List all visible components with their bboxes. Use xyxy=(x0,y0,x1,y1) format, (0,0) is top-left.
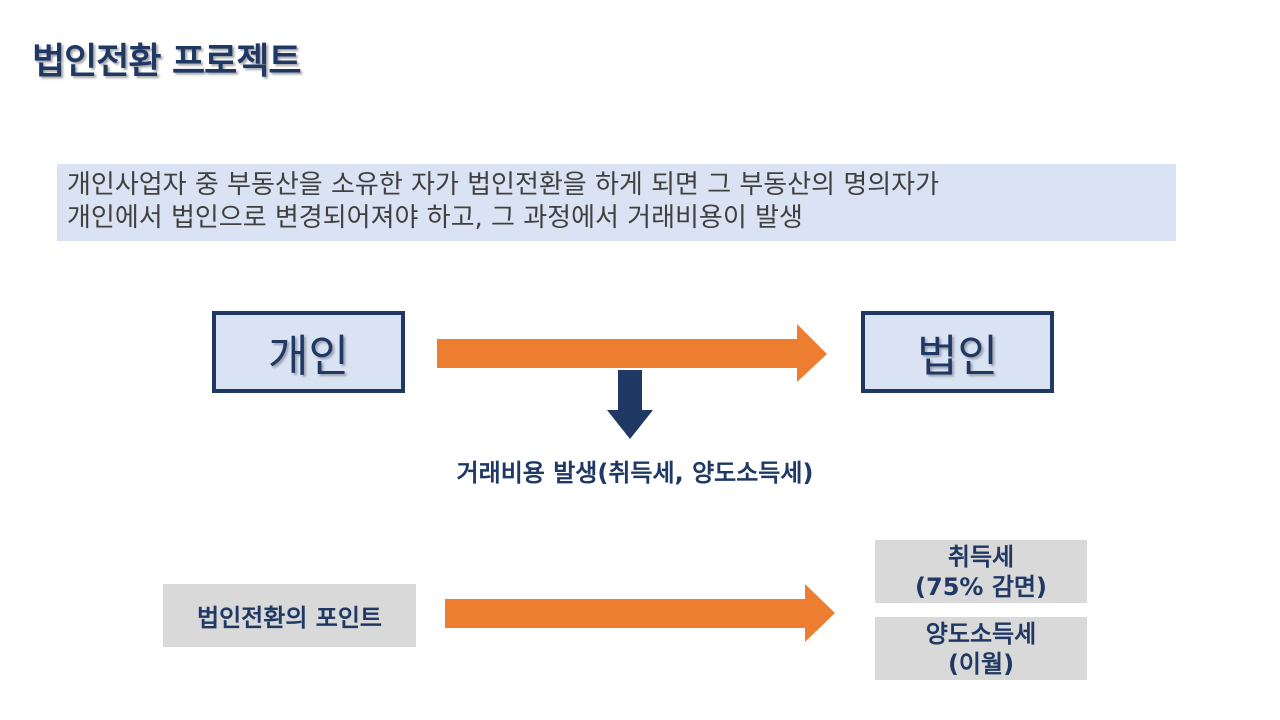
cost-down-arrow xyxy=(607,370,653,439)
description-line-2: 개인에서 법인으로 변경되어져야 하고, 그 과정에서 거래비용이 발생 xyxy=(67,203,803,233)
conversion-point-box: 법인전환의 포인트 xyxy=(163,584,416,647)
point-arrow xyxy=(445,584,835,642)
capital-gains-tax-box: 양도소득세 (이월) xyxy=(875,617,1087,680)
acquisition-tax-detail: (75% 감면) xyxy=(915,572,1047,601)
page-title: 법인전환 프로젝트 xyxy=(32,41,301,82)
description-line-1: 개인사업자 중 부동산을 소유한 자가 법인전환을 하게 되면 그 부동산의 명… xyxy=(67,170,940,200)
acquisition-tax-box: 취득세 (75% 감면) xyxy=(875,540,1087,603)
corporation-box: 법인 xyxy=(861,311,1054,393)
description-box: 개인사업자 중 부동산을 소유한 자가 법인전환을 하게 되면 그 부동산의 명… xyxy=(57,164,1176,241)
capital-gains-tax-name: 양도소득세 xyxy=(925,619,1037,648)
capital-gains-tax-detail: (이월) xyxy=(947,649,1015,678)
conversion-arrow xyxy=(437,324,827,382)
transaction-cost-label: 거래비용 발생(취득세, 양도소득세) xyxy=(456,459,814,487)
personal-box: 개인 xyxy=(212,311,405,393)
acquisition-tax-name: 취득세 xyxy=(947,542,1015,571)
